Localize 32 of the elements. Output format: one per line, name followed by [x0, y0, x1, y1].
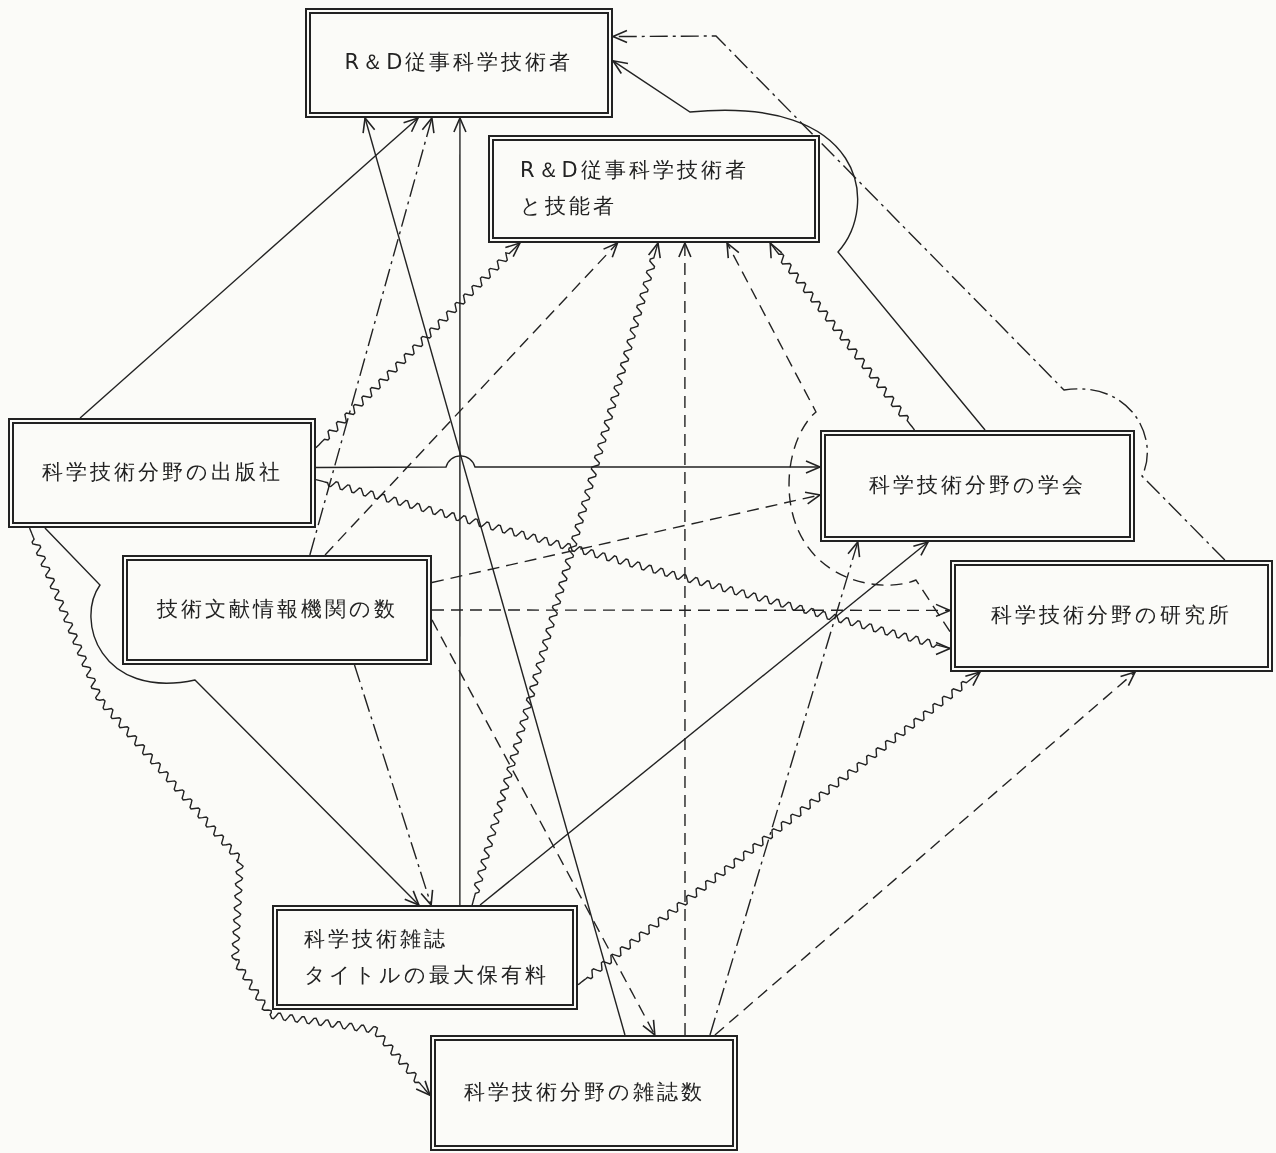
arrow	[431, 603, 951, 618]
arrow	[431, 491, 821, 584]
text-box: R＆D従事科学技術者と技能者	[488, 135, 820, 243]
arrow	[769, 242, 916, 431]
arrow	[315, 242, 521, 449]
arrow	[612, 29, 1226, 561]
arrow	[362, 117, 626, 1036]
arrow	[678, 242, 692, 1036]
text-box: R＆D従事科学技術者	[305, 8, 613, 118]
arrow	[453, 117, 467, 906]
arrow	[709, 541, 861, 1036]
arrow	[315, 455, 821, 474]
arrow	[309, 117, 435, 556]
arrow	[324, 242, 619, 556]
text-box: 技術文献情報機関の数	[122, 555, 432, 665]
arrow	[353, 664, 434, 906]
text-box: 科学技術分野の学会	[820, 430, 1135, 542]
arrow	[479, 541, 929, 906]
text-box: 科学技術分野の出版社	[8, 418, 316, 528]
arrow	[44, 527, 420, 906]
arrow	[577, 671, 981, 986]
arrow	[612, 60, 986, 431]
arrow	[79, 117, 419, 419]
arrow	[431, 619, 656, 1036]
arrow	[315, 478, 951, 656]
arrow	[28, 527, 431, 1097]
text-box: 科学技術分野の研究所	[950, 560, 1273, 672]
text-box: 科学技術分野の雑誌数	[430, 1035, 738, 1151]
arrow	[714, 671, 1136, 1036]
text-box: 科学技術雑誌タイトルの最大保有料	[272, 905, 578, 1010]
arrow	[471, 242, 661, 906]
arrow	[726, 242, 951, 633]
